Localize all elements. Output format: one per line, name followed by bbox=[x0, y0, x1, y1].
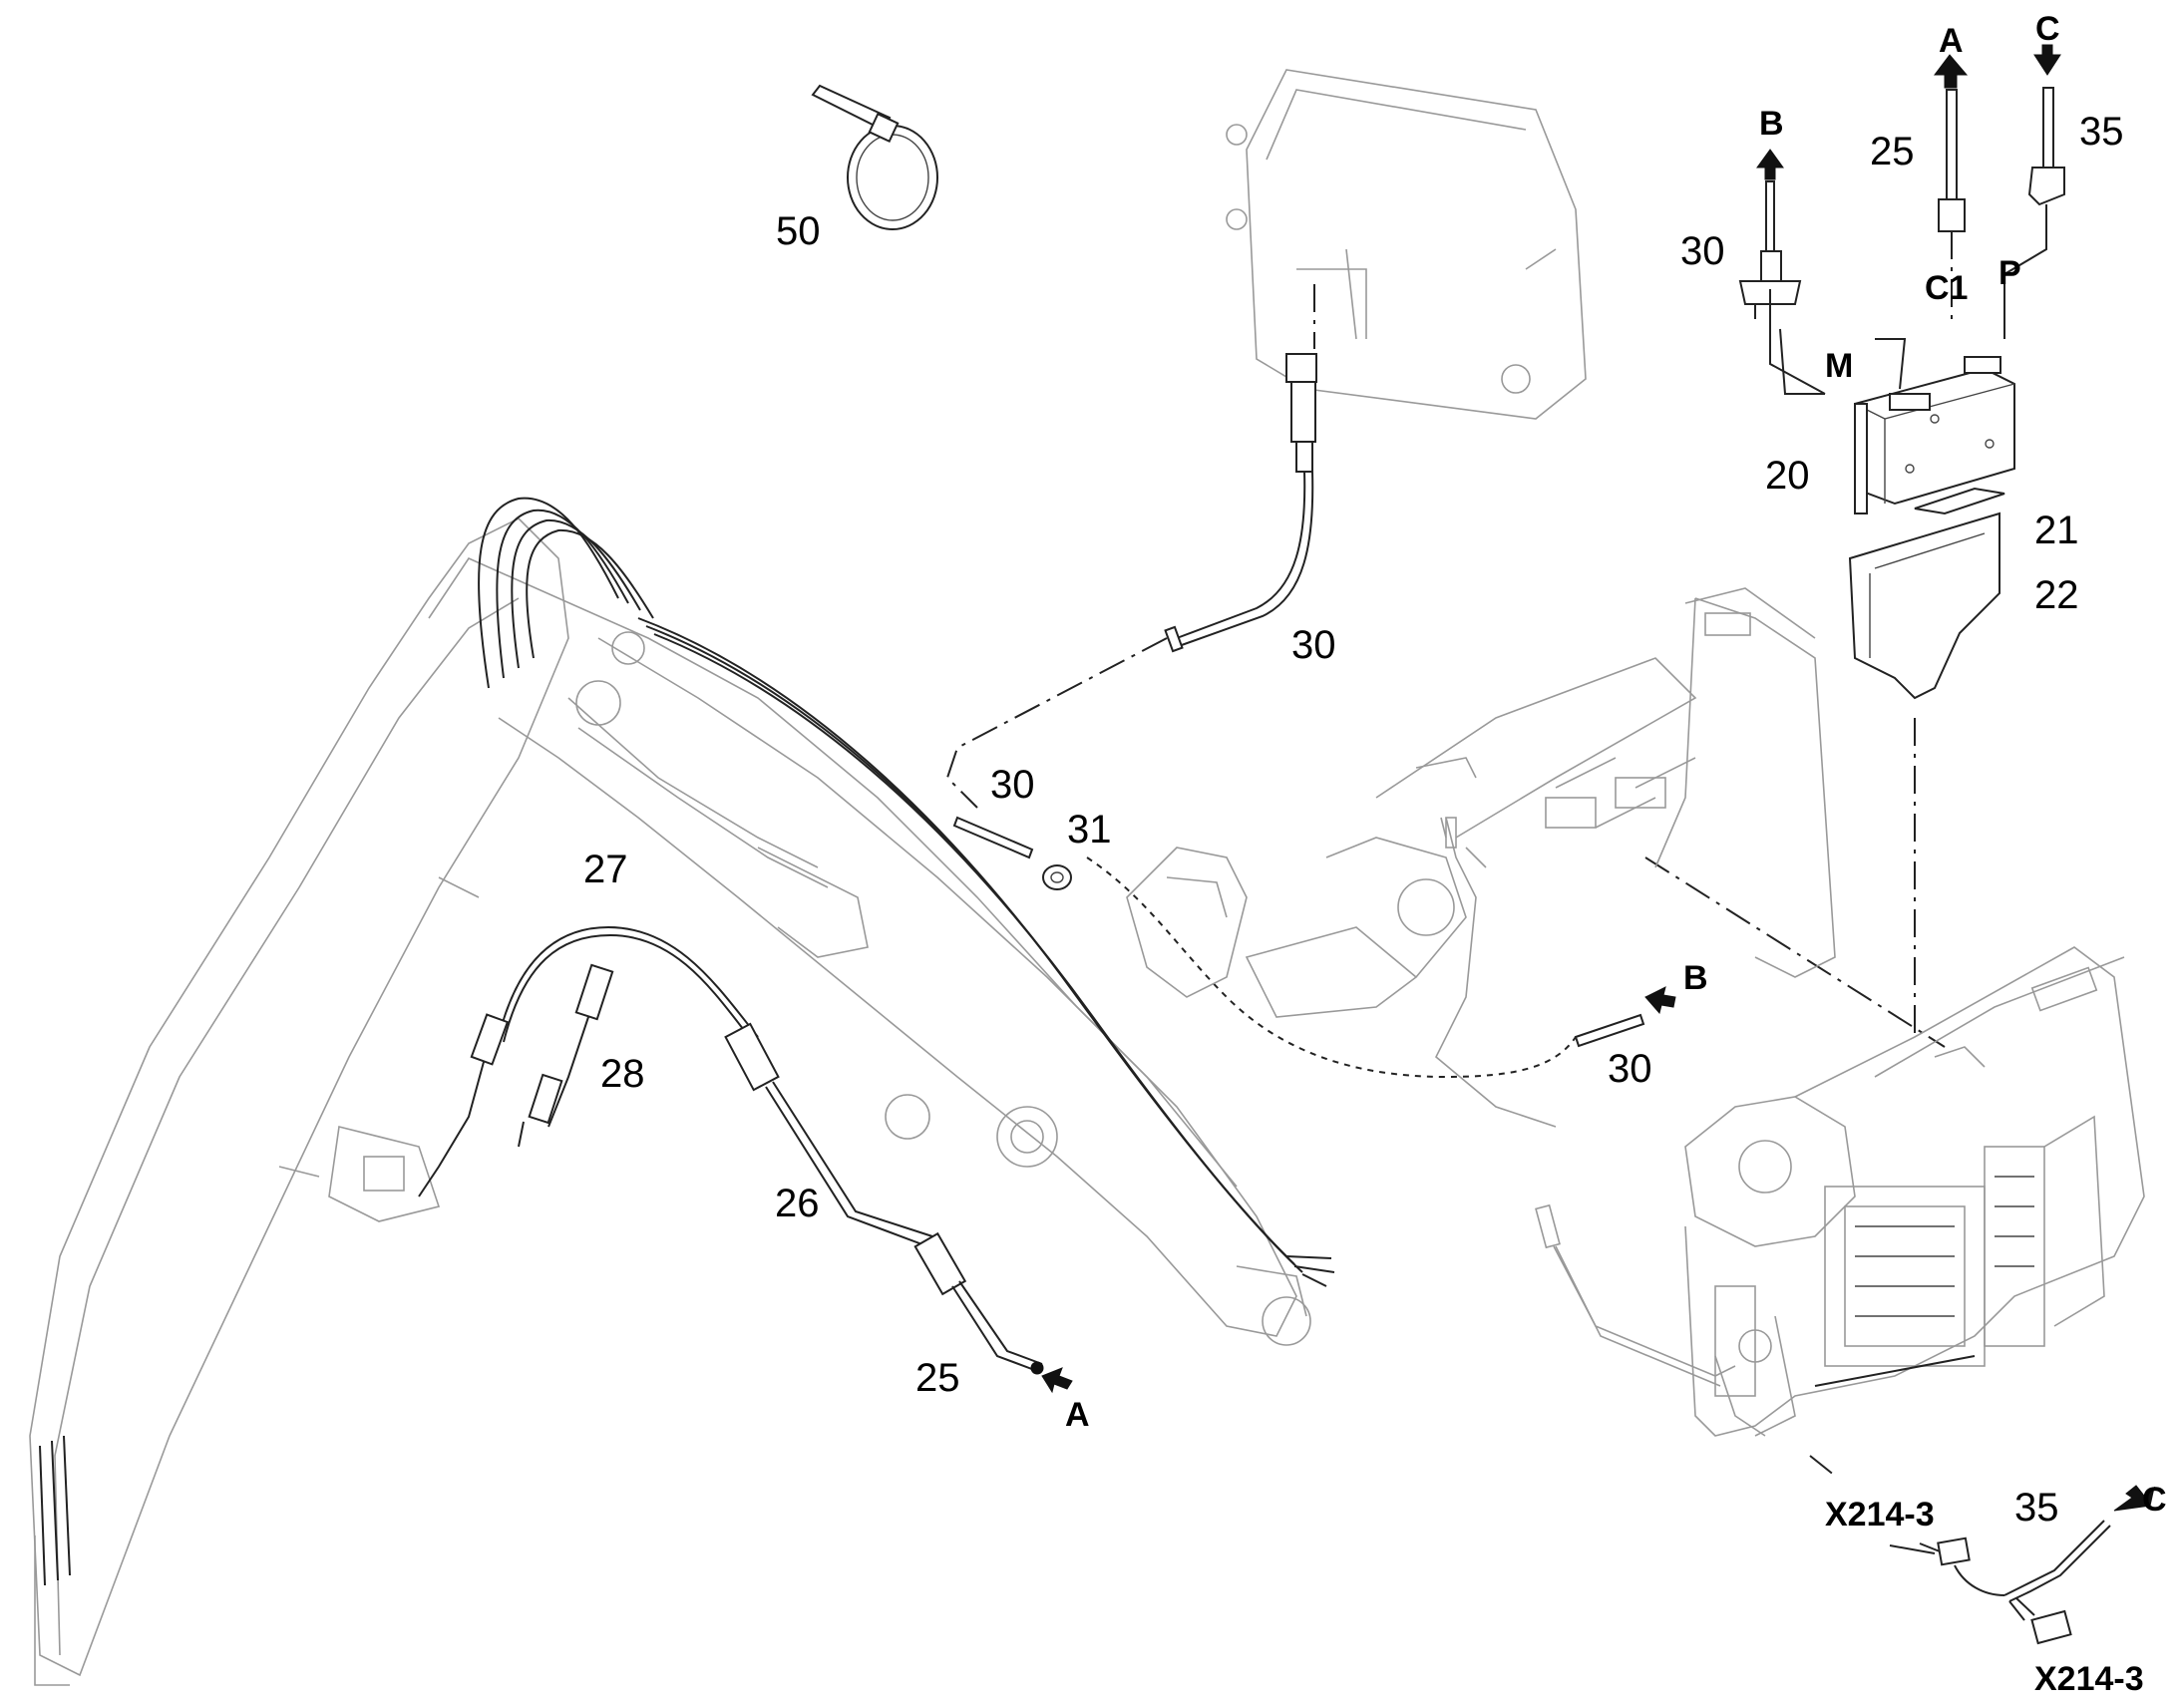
connector-p-label: P bbox=[1998, 254, 2021, 292]
callout-21: 21 bbox=[2034, 509, 2079, 552]
leader-x214 bbox=[1889, 1544, 1936, 1554]
callout-30-right: 30 bbox=[1608, 1047, 1652, 1091]
bracket-m bbox=[1779, 328, 1907, 395]
callout-30-top: 30 bbox=[1291, 623, 1336, 667]
callout-25-panel: 25 bbox=[1870, 130, 1915, 173]
connector-m-label: M bbox=[1825, 347, 1853, 385]
harness-route-30 bbox=[945, 637, 1168, 809]
callout-30-panel: 30 bbox=[1680, 229, 1725, 273]
excavator-boom bbox=[29, 497, 1335, 1686]
callout-28: 28 bbox=[600, 1052, 645, 1096]
arrow-a-bottom-icon bbox=[1041, 1367, 1073, 1394]
sleeve-30-right bbox=[1574, 1013, 1645, 1048]
mounting-plate-21 bbox=[1914, 487, 2005, 515]
sensor-cable-assembly bbox=[418, 925, 1044, 1375]
callout-27: 27 bbox=[583, 848, 628, 891]
grommet-31 bbox=[1042, 864, 1072, 890]
arrow-b-mid-icon bbox=[1644, 986, 1676, 1015]
ref-b-mid: B bbox=[1683, 959, 1708, 997]
callout-31: 31 bbox=[1067, 808, 1112, 852]
callout-35-bottom: 35 bbox=[2014, 1486, 2059, 1530]
callout-35-panel: 35 bbox=[2079, 110, 2124, 154]
callout-25-bottom: 25 bbox=[915, 1356, 960, 1400]
callout-20: 20 bbox=[1765, 454, 1810, 498]
ref-b-top: B bbox=[1759, 105, 1784, 143]
connector-25-panel bbox=[1934, 54, 1969, 319]
connector-35-panel bbox=[2003, 44, 2065, 339]
operator-seat-frame bbox=[1126, 587, 1836, 1128]
right-console-assembly bbox=[1535, 946, 2145, 1477]
connector-x214-left-label: X214-3 bbox=[1825, 1496, 1935, 1534]
ref-a-top: A bbox=[1939, 22, 1964, 60]
harness-route-b bbox=[1086, 856, 1577, 1079]
bracket-22 bbox=[1848, 512, 2000, 700]
ref-c-top: C bbox=[2035, 10, 2060, 48]
callout-30-mid: 30 bbox=[990, 763, 1035, 807]
harness-route-main bbox=[1644, 856, 1946, 1048]
connector-x214-bottom-label: X214-3 bbox=[2034, 1660, 2144, 1698]
callout-22: 22 bbox=[2034, 573, 2079, 617]
ref-c-bottom: C bbox=[2142, 1481, 2167, 1519]
callout-26: 26 bbox=[775, 1182, 820, 1225]
control-box-housing bbox=[1164, 69, 1587, 653]
ref-a-bottom: A bbox=[1065, 1396, 1090, 1434]
control-module-20 bbox=[1854, 356, 2015, 514]
cable-tie-part bbox=[811, 84, 938, 230]
sleeve-30-mid bbox=[952, 816, 1034, 859]
connector-c1-label: C1 bbox=[1925, 269, 1968, 307]
callout-50: 50 bbox=[776, 209, 821, 253]
harness-35-bottom bbox=[1919, 1485, 2155, 1645]
